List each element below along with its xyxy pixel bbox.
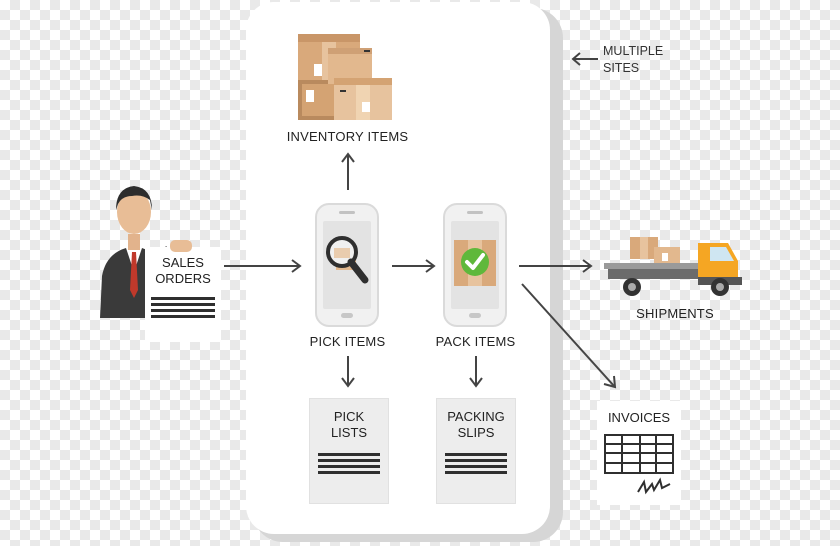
arrow-to-pack [392,259,436,273]
arrow-to-inventory [341,152,355,190]
arrow-to-pick-lists [341,356,355,388]
packing-slips-lines [445,453,507,474]
invoice-table [604,434,674,474]
invoices-label: INVOICES [607,410,671,425]
packing-slips-label: PACKING SLIPS [447,409,505,440]
arrow-to-shipments [519,259,593,273]
pick-lists-document: PICK LISTS [310,399,388,503]
arrow-to-invoices [521,283,617,389]
shipments-label: SHIPMENTS [636,306,714,321]
sales-orders-document: SALES ORDERS [145,247,221,342]
check-icon [454,240,496,286]
pick-phone [315,203,379,327]
arrow-to-pick [224,259,302,273]
truck-icon [604,237,742,296]
multiple-sites-arrow [571,52,598,66]
magnifier-icon [326,236,369,284]
pick-lists-lines [318,453,380,474]
phone-speaker [467,211,483,214]
phone-speaker [339,211,355,214]
hand-icon [170,240,192,252]
pick-items-label: PICK ITEMS [309,334,386,349]
inventory-items-label: INVENTORY ITEMS [286,129,409,144]
multiple-sites-label: MULTIPLE SITES [603,44,664,75]
packing-slips-document: PACKING SLIPS [437,399,515,503]
sales-orders-lines [151,297,215,318]
pick-lists-label: PICK LISTS [330,409,368,440]
signature-icon [637,477,671,495]
phone-home-button [469,313,481,318]
arrow-to-packing-slips [469,356,483,388]
boxes-icon [298,34,392,120]
phone-home-button [341,313,353,318]
sales-orders-label: SALES ORDERS [155,255,211,286]
pack-items-label: PACK ITEMS [435,334,516,349]
